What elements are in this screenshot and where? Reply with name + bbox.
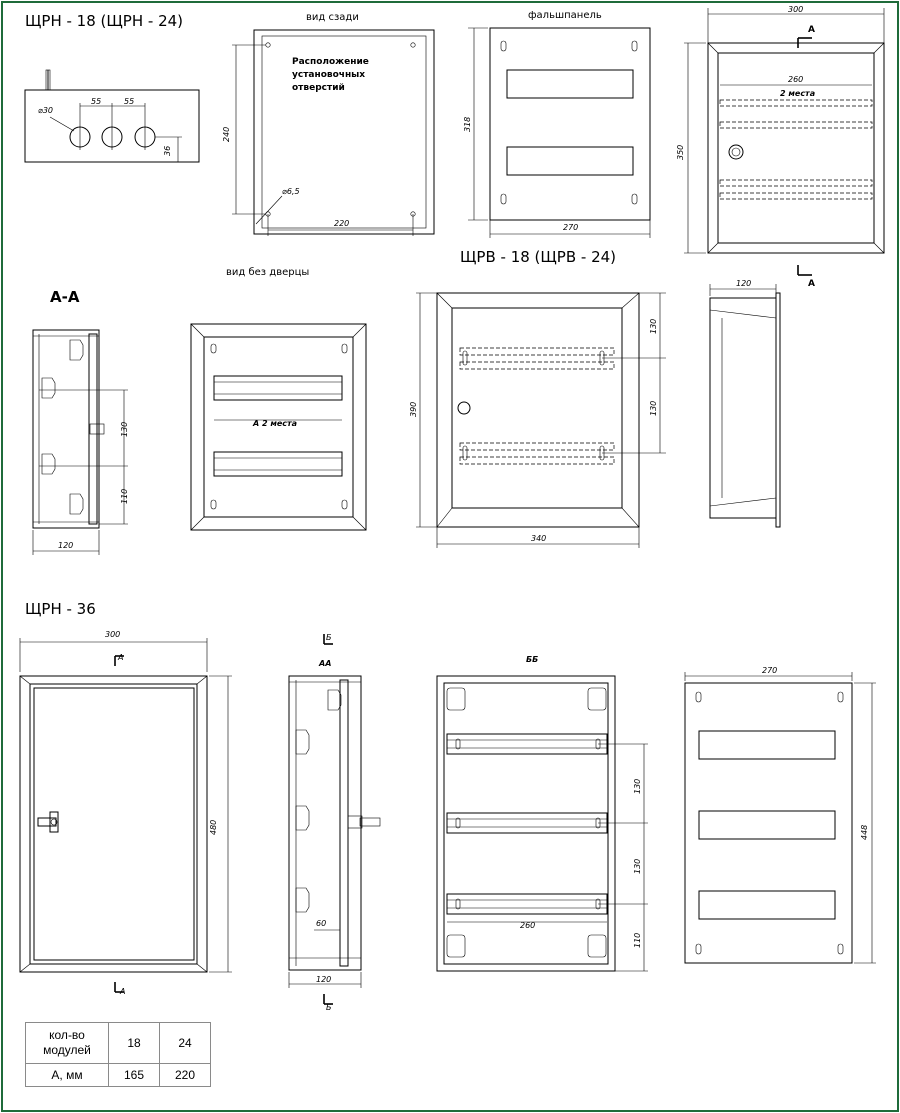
module-spec-table: кол-во модулей 18 24 A, мм 165 220 [25, 1022, 211, 1087]
dim-300-top: 300 [788, 5, 803, 14]
dim-36: 36 [163, 146, 172, 156]
dim-240: 240 [222, 127, 231, 142]
dim-55-b: 55 [124, 97, 134, 106]
shrv-front-drawing: 130 130 390 340 [409, 292, 666, 548]
title-shrn-18: ЩРН - 18 (ЩРН - 24) [25, 12, 183, 30]
dim-300-shrn36: 300 [105, 630, 120, 639]
dim-110-aa: 110 [120, 489, 129, 504]
table-val-220: 220 [159, 1063, 211, 1087]
top-view-holes: ⌀30 55 55 36 [24, 69, 200, 163]
section-mark-a-top: А [808, 25, 815, 35]
shrn36-false-panel-drawing: 270 448 [684, 666, 876, 964]
dim-130-shrv-top: 130 [649, 319, 658, 334]
section-aa-drawing: 130 110 120 [32, 329, 129, 555]
table-col-24: 24 [159, 1022, 211, 1064]
shrv-side-drawing: 120 [709, 279, 781, 528]
view-without-door-drawing: А 2 места [190, 323, 367, 531]
label-no-door-view: вид без дверцы [226, 267, 309, 278]
title-shrn-36: ЩРН - 36 [25, 600, 96, 618]
dim-55-a: 55 [91, 97, 101, 106]
table-header-line2: модулей [43, 1043, 91, 1057]
table-header-line1: кол-во [49, 1028, 85, 1042]
dim-220: 220 [334, 219, 349, 228]
label-rear-view: вид сзади [306, 12, 359, 23]
table-row: A, мм 165 220 [25, 1063, 211, 1087]
dim-448: 448 [860, 825, 869, 840]
table-row: кол-во модулей 18 24 [25, 1022, 211, 1064]
dim-120-shrn36: 120 [316, 975, 331, 984]
dim-110-bb: 110 [633, 933, 642, 948]
label-section-aa-shrn36: АА [318, 659, 331, 668]
dim-d6-5: ⌀6,5 [282, 187, 300, 196]
dim-120-aa: 120 [58, 541, 73, 550]
dim-480: 480 [209, 820, 218, 835]
section-mark-b-top: Б [326, 633, 332, 642]
shrn36-section-aa-drawing: АА 60 120 Б Б [288, 633, 381, 1012]
table-val-165: 165 [108, 1063, 160, 1087]
dim-130-shrv-mid: 130 [649, 401, 658, 416]
dim-270: 270 [563, 223, 578, 232]
section-mark-a-shrn36-bottom: А [119, 987, 125, 996]
dim-60: 60 [316, 919, 326, 928]
label-false-panel: фальшпанель [528, 10, 602, 21]
dim-390: 390 [409, 402, 418, 417]
dim-d30: ⌀30 [38, 106, 53, 115]
note-holes-line3: отверстий [292, 83, 345, 93]
title-section-aa: А-А [50, 288, 80, 306]
note-2-places-top: 2 места [780, 89, 815, 98]
dim-130-bb-mid: 130 [633, 859, 642, 874]
note-a-2-places: А 2 места [252, 419, 297, 428]
shrn36-front-drawing: 300 480 А А [19, 630, 232, 996]
dim-130-bb-top: 130 [633, 779, 642, 794]
section-mark-a-bottom: А [808, 279, 815, 289]
section-mark-a-shrn36-top: А [117, 653, 123, 662]
label-section-bb: ББ [526, 655, 538, 664]
dim-130-aa: 130 [120, 422, 129, 437]
note-holes-line2: установочных [292, 70, 365, 80]
section-mark-b-bottom: Б [326, 1003, 332, 1012]
table-col-18: 18 [108, 1022, 160, 1064]
dim-260-bb: 260 [520, 921, 535, 930]
dim-120-shrv: 120 [736, 279, 751, 288]
note-holes-line1: Расположение [292, 57, 369, 67]
dim-340: 340 [531, 534, 546, 543]
front-view-top-right: 300 260 2 места 350 А А [676, 5, 885, 289]
dim-270-shrn36: 270 [762, 666, 777, 675]
dim-350: 350 [676, 145, 685, 160]
rear-view-drawing: 240 220 ⌀6,5 Расположение установочных о… [222, 29, 435, 236]
false-panel-drawing: 318 270 [463, 27, 651, 238]
title-shrv-18: ЩРВ - 18 (ЩРВ - 24) [460, 248, 616, 266]
table-header-label: кол-во модулей [25, 1022, 109, 1064]
table-row-label: A, мм [25, 1063, 109, 1087]
shrn36-section-bb-drawing: ББ 130 130 110 260 [436, 655, 648, 972]
dim-260-top: 260 [788, 75, 803, 84]
dim-318: 318 [463, 117, 472, 132]
